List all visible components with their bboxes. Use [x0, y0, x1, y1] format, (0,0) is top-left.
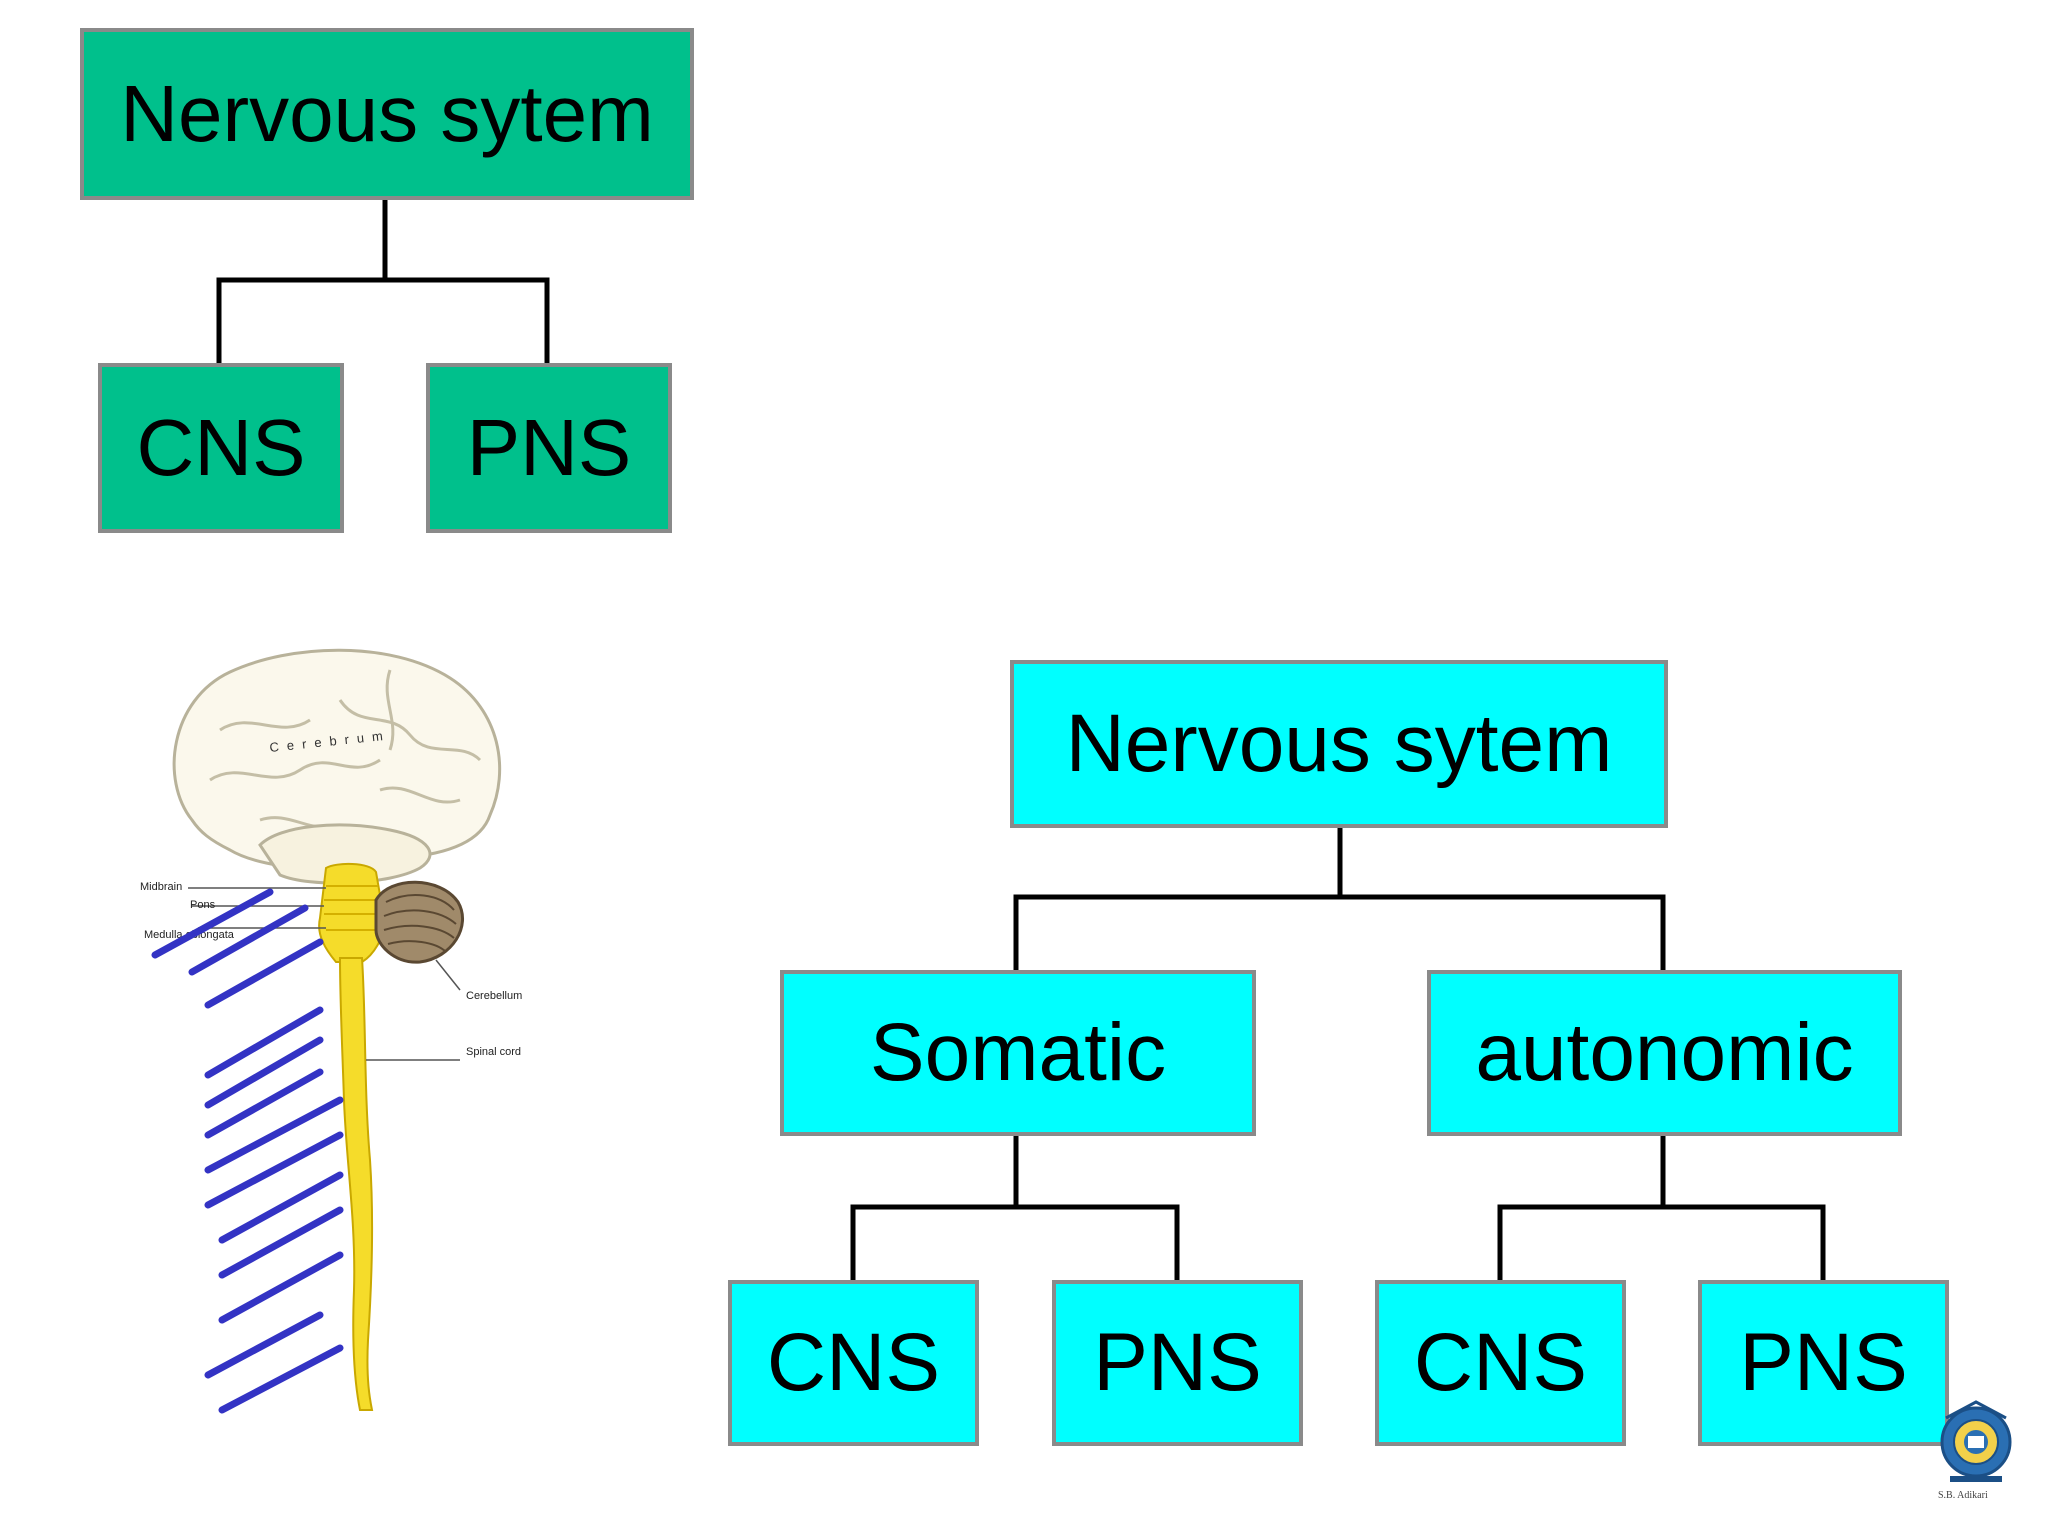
- pons-label: Pons: [190, 899, 216, 911]
- somatic-pns-node: PNS: [1052, 1280, 1303, 1446]
- tree1-root-node: Nervous sytem: [80, 28, 694, 200]
- university-crest-icon: [1940, 1400, 2012, 1482]
- nerve-hatch-lines: [151, 888, 344, 1414]
- somatic-label: Somatic: [869, 1007, 1167, 1098]
- spinal-cord-label: Spinal cord: [466, 1046, 521, 1058]
- somatic-node: Somatic: [780, 970, 1256, 1136]
- tree1-cns-node: CNS: [98, 363, 344, 533]
- autonomic-label: autonomic: [1475, 1007, 1854, 1098]
- logo-caption: S.B. Adikari: [1938, 1490, 1988, 1501]
- spinal-cord-shape: [338, 957, 374, 1411]
- autonomic-pns-node: PNS: [1698, 1280, 1949, 1446]
- somatic-cns-label: CNS: [766, 1317, 941, 1408]
- tree2-root-label: Nervous sytem: [1065, 698, 1613, 789]
- tree1-pns-label: PNS: [466, 403, 632, 492]
- somatic-cns-node: CNS: [728, 1280, 979, 1446]
- somatic-pns-label: PNS: [1093, 1317, 1262, 1408]
- tree1-root-label: Nervous sytem: [120, 69, 654, 158]
- tree1-pns-node: PNS: [426, 363, 672, 533]
- tree1-cns-label: CNS: [136, 403, 306, 492]
- autonomic-cns-label: CNS: [1413, 1317, 1588, 1408]
- autonomic-node: autonomic: [1427, 970, 1902, 1136]
- brain-spinal-cord-illustration: Cerebrum Midbrain Pons Medulla oblongata…: [140, 648, 522, 1414]
- brainstem-shape: [318, 862, 386, 963]
- tree2-root-node: Nervous sytem: [1010, 660, 1668, 828]
- cerebrum-shape: [172, 648, 502, 872]
- midbrain-label: Midbrain: [140, 881, 182, 893]
- autonomic-pns-label: PNS: [1739, 1317, 1908, 1408]
- autonomic-cns-node: CNS: [1375, 1280, 1626, 1446]
- cerebellum-label: Cerebellum: [466, 990, 522, 1002]
